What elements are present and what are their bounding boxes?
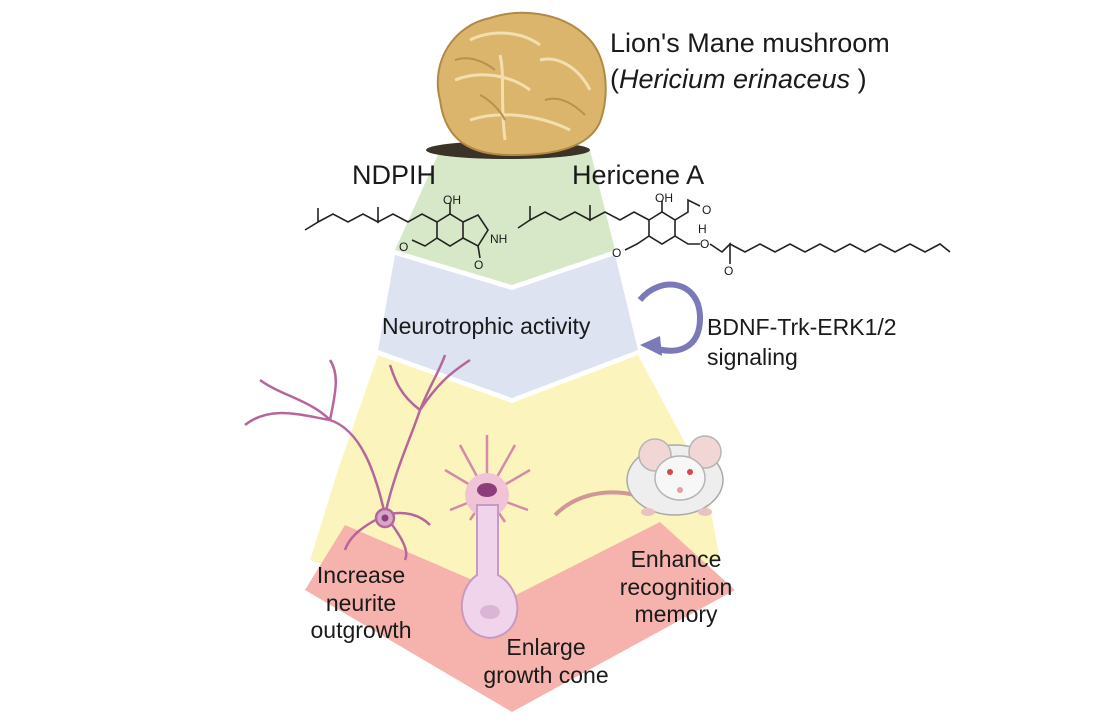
- lions-mane-mushroom-image: [426, 11, 607, 159]
- hericene-ester-o-label: O: [700, 237, 710, 251]
- ndpih-nh-label: NH: [490, 232, 508, 246]
- effect-right-line-2: recognition: [619, 573, 733, 600]
- mushroom-latin-name: (Hericium erinaceus ): [610, 64, 867, 94]
- signaling-cycle-arrow: [637, 281, 704, 356]
- effect-right-line-3: memory: [634, 601, 718, 628]
- signaling-label: BDNF-Trk-ERK1/2 signaling: [707, 313, 897, 373]
- effect-bottom-line-1: Enlarge: [506, 634, 586, 660]
- red-layer: [305, 522, 735, 712]
- mushroom-title: Lion's Mane mushroom: [610, 28, 890, 58]
- hericene-aldehyde-o-label: O: [702, 203, 712, 217]
- latin-italic: Hericium erinaceus: [619, 64, 851, 94]
- effect-bottom-line-2: growth cone: [483, 661, 609, 688]
- ndpih-carbonyl-o-label: O: [474, 258, 484, 272]
- hericene-methoxy-o-label: O: [612, 246, 622, 260]
- ndpih-oh-label: OH: [443, 193, 461, 207]
- effect-recognition-memory: Enhance recognition memory: [606, 546, 746, 629]
- effect-growth-cone: Enlarge growth cone: [466, 634, 626, 689]
- green-layer: [395, 150, 615, 285]
- hericene-aldehyde-h-label: H: [698, 222, 707, 236]
- hericene-a-label: Hericene A: [572, 160, 705, 190]
- signaling-line-1: BDNF-Trk-ERK1/2: [707, 314, 897, 340]
- mouse-image: [553, 435, 724, 517]
- effect-left-line-1: Increase: [316, 562, 406, 588]
- effect-neurite-outgrowth: Increase neurite outgrowth: [296, 562, 426, 645]
- signaling-line-2: signaling: [707, 343, 798, 370]
- hericene-oh-label: OH: [655, 191, 673, 205]
- ndpih-label: NDPIH: [352, 160, 437, 190]
- hericene-carbonyl-o-label: O: [724, 264, 734, 278]
- hericene-a-structure: [517, 198, 951, 264]
- growth-cone-neuron-image: [444, 435, 531, 640]
- effect-right-line-1: Enhance: [630, 546, 722, 572]
- ndpih-methoxy-o-label: O: [399, 240, 409, 254]
- effect-left-line-2: neurite: [325, 589, 397, 616]
- branching-neuron-image: [244, 354, 471, 561]
- effect-left-line-3: outgrowth: [310, 617, 412, 644]
- neurotrophic-activity-label: Neurotrophic activity: [382, 313, 591, 339]
- ndpih-structure: [304, 203, 489, 259]
